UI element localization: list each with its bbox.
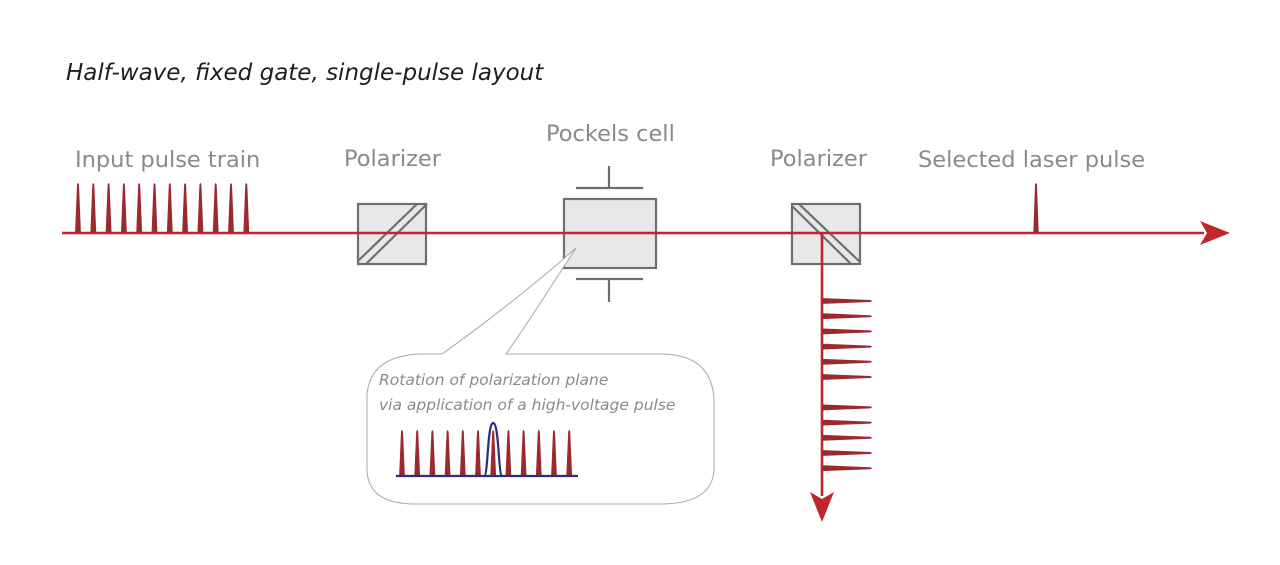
- input-pulse: [182, 183, 189, 233]
- input-pulse: [166, 183, 173, 233]
- input-pulse: [197, 183, 204, 233]
- callout-pulse: [399, 430, 405, 477]
- rejected-pulse: [822, 313, 872, 320]
- rejected-pulse: [822, 404, 872, 411]
- callout-pulse: [414, 430, 421, 477]
- rejected-pulse: [822, 419, 872, 426]
- callout-pulse-train: [399, 430, 573, 477]
- input-pulse: [212, 183, 219, 233]
- selected-output-pulse: [1033, 183, 1039, 233]
- input-pulse: [120, 183, 127, 233]
- callout-pulse: [429, 430, 436, 477]
- rejected-pulse-train: [822, 298, 872, 472]
- callout-text-line-2: via application of a high-voltage pulse: [379, 396, 675, 414]
- callout-pulse: [475, 430, 481, 477]
- input-pulse: [243, 183, 250, 233]
- input-pulse-train: [75, 183, 250, 233]
- rejected-pulse: [822, 358, 872, 365]
- input-pulse: [228, 183, 234, 233]
- input-pulse: [151, 183, 158, 233]
- input-pulse: [105, 183, 112, 233]
- callout-pulse: [535, 430, 542, 477]
- label-pockels-cell: Pockels cell: [546, 121, 675, 147]
- input-pulse: [90, 183, 97, 233]
- callout-pulse: [566, 430, 573, 477]
- rejected-pulse: [822, 374, 872, 380]
- rejected-pulse: [822, 298, 872, 304]
- input-pulse: [136, 183, 143, 233]
- label-polarizer-2: Polarizer: [770, 146, 868, 172]
- high-voltage-pulse: [483, 421, 504, 478]
- callout-pulse: [444, 430, 451, 477]
- label-polarizer-1: Polarizer: [344, 146, 442, 172]
- rejected-pulse: [822, 465, 872, 472]
- rejected-pulse: [822, 450, 872, 456]
- input-pulse: [75, 183, 81, 233]
- selected-pulse: [1033, 183, 1039, 233]
- callout-pulse: [505, 430, 512, 477]
- callout-text-line-1: Rotation of polarization plane: [379, 371, 608, 389]
- callout-pulse: [520, 430, 527, 477]
- rejected-pulse: [822, 434, 872, 441]
- callout-pulse: [551, 430, 557, 477]
- label-selected-pulse: Selected laser pulse: [918, 147, 1145, 173]
- label-input-pulse-train: Input pulse train: [75, 147, 260, 173]
- callout-pulse: [490, 430, 497, 477]
- callout-pulse: [459, 430, 466, 477]
- rejected-pulse: [822, 343, 872, 350]
- callout-bubble: [366, 247, 715, 505]
- diagram-title: Half-wave, fixed gate, single-pulse layo…: [66, 60, 544, 86]
- rejected-pulse: [822, 328, 872, 335]
